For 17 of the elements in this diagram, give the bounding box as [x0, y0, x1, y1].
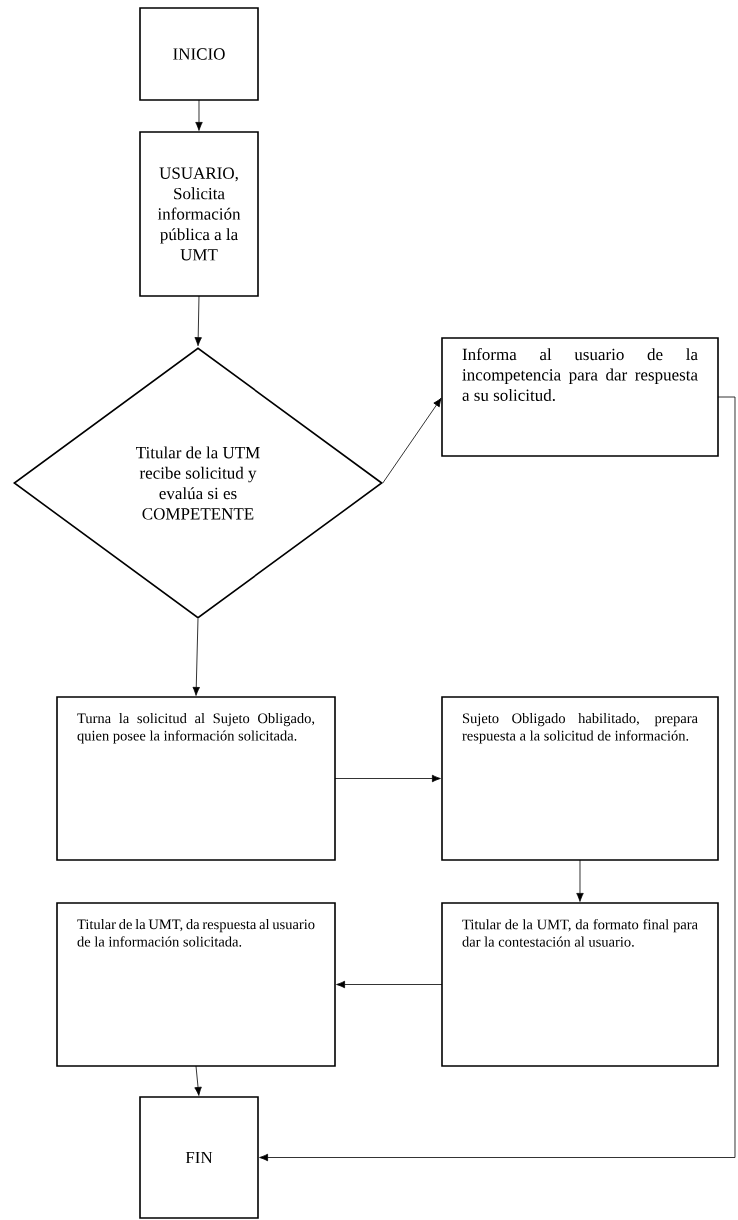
process-box: USUARIO, Solicita información pública a la UMT — [139, 131, 259, 297]
process-box: Turna la solicitud al Sujeto Obligado, quien posee la información solicitada. — [56, 696, 336, 861]
arrow — [576, 859, 584, 902]
arrow — [336, 980, 443, 989]
arrow — [382, 397, 442, 484]
process-box: Titular de la UMT, da respuesta al usuario de la información solicitada. — [56, 902, 336, 1067]
terminal-box: INICIO — [139, 7, 259, 101]
arrow — [195, 99, 203, 131]
process-box: Titular de la UMT, da formato final para dar la contestación al usuario. — [441, 902, 719, 1067]
arrow — [259, 396, 736, 1162]
arrow — [192, 618, 200, 696]
terminal-box: FIN — [139, 1096, 259, 1219]
process-box: Informa al usuario de la incompetencia para dar respuesta a su solicitud. — [441, 337, 719, 457]
process-box: Sujeto Obligado habilitado, prepara respuesta a la solicitud de información. — [441, 696, 719, 861]
arrow — [334, 774, 441, 783]
arrow — [194, 1065, 202, 1096]
arrow — [194, 295, 202, 347]
